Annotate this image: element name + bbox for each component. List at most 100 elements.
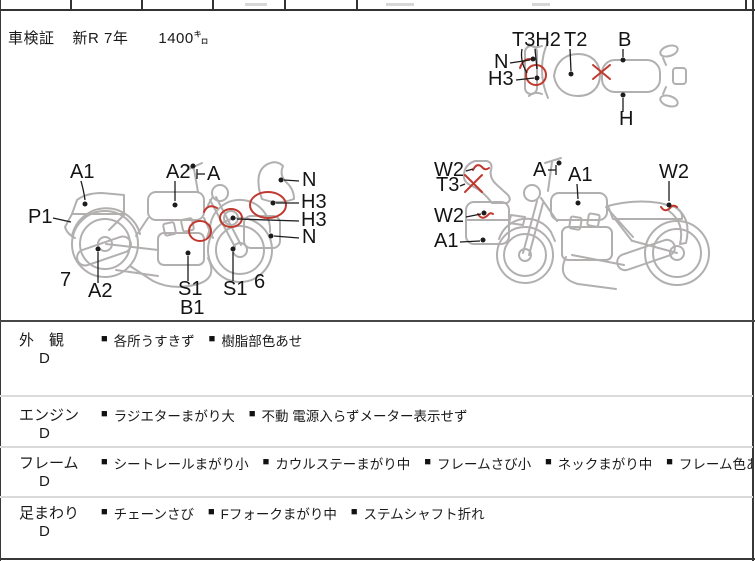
bullet-icon: ■: [101, 506, 108, 518]
part-code-label: A: [207, 163, 221, 185]
defect-text: フレーム色あせ中: [678, 457, 752, 472]
part-code-label: N: [302, 226, 316, 248]
top-view-diagram: T3H2 T2 B N H3 H: [488, 29, 687, 130]
category-label: 外 観: [19, 332, 65, 349]
bullet-icon: ■: [666, 456, 673, 468]
damage-circle-mark: [219, 208, 243, 228]
part-code-label: A: [533, 159, 547, 181]
defect-list: ■ シートレールまがり小 ■カウルステーまがり中 ■ フレームさび小 ■ ネックまがり…: [101, 453, 752, 473]
bullet-icon: ■: [101, 456, 108, 468]
top-view-annotations: T3H2 T2 B N H3 H: [488, 29, 633, 130]
defect-item: ■カウルステーまがり中: [263, 453, 411, 473]
bullet-icon: ■: [208, 333, 216, 345]
defect-text: 樹脂部色あせ: [221, 334, 303, 349]
grade-value: D: [39, 473, 50, 490]
shaken-cert-label: 車検証: [8, 30, 55, 47]
table-divider: [141, 0, 143, 10]
defect-list: ■各所うすきず ■ 樹脂部色あせ: [101, 330, 302, 350]
part-code-label: N: [302, 169, 316, 191]
part-code-label: H3: [301, 191, 327, 213]
part-code-label: W2: [434, 205, 464, 227]
motorcycle-top-view-art: [524, 41, 687, 108]
defect-text: チェーンさび: [113, 507, 194, 522]
inspection-row-frame: フレーム D ■ シートレールまがり小 ■カウルステーまがり中 ■ フレームさび小 …: [1, 448, 752, 496]
part-code-label: N: [494, 51, 508, 73]
table-divider: [212, 0, 214, 10]
damage-x-mark: [592, 64, 611, 80]
left-side-diagram: A1 A2 A N H3 H3 N P1 7 A2 S1 B1 S1 6: [28, 161, 327, 319]
defect-text: Fフォークまがり中: [220, 507, 337, 522]
sheet-border-left: [0, 0, 1, 561]
damage-squiggle-mark: [203, 205, 218, 213]
cropped-text-remnant: [532, 3, 550, 6]
part-code-label: T3: [436, 174, 459, 196]
damage-circle-mark: [249, 191, 287, 219]
defect-list: ■ラジエターまがり大 ■不動 電源入らずメーター表示せず: [101, 405, 468, 425]
bullet-icon: ■: [101, 333, 108, 345]
bullet-icon: ■: [350, 506, 358, 518]
grade-value: D: [39, 350, 50, 367]
table-divider: [356, 0, 358, 10]
defect-text: ステムシャフト折れ: [363, 507, 485, 522]
part-code-label: A1: [70, 161, 94, 183]
motorcycle-side-view-art: [462, 157, 710, 290]
part-code-label: A1: [568, 164, 592, 186]
sheet-border-right: [752, 0, 754, 561]
sheet-border-bottom: [0, 558, 755, 560]
right-side-diagram: W2 T3 W2 A1 A A1 W2: [434, 157, 710, 290]
category-label: フレーム: [19, 455, 79, 472]
bullet-icon: ■: [248, 408, 256, 420]
defect-list: ■ チェーンさび ■ Fフォークまがり中 ■ ステムシャフト折れ: [101, 503, 485, 523]
cropped-text-remnant: [386, 3, 414, 6]
defect-item: ■ Fフォークまがり中: [208, 503, 337, 523]
defect-text: フレームさび小: [436, 457, 532, 472]
part-code-label: P1: [28, 206, 52, 228]
damage-diagram-canvas: T3H2 T2 B N H3 H: [28, 29, 710, 319]
defect-item: ■ フレームさび小: [424, 453, 531, 473]
defect-text: ネックまがり中: [557, 457, 653, 472]
part-code-label: 6: [254, 271, 265, 293]
row-divider: [0, 496, 753, 498]
table-rule: [0, 9, 755, 11]
left-side-annotations: A1 A2 A N H3 H3 N P1 7 A2 S1 B1 S1 6: [28, 161, 327, 319]
part-code-label: T2: [564, 29, 587, 51]
row-divider: [0, 395, 753, 397]
part-code-label: S1: [178, 278, 202, 300]
cropped-text-remnant: [245, 3, 267, 6]
grade-value: D: [39, 523, 50, 540]
bullet-icon: ■: [424, 456, 431, 468]
defect-item: ■ラジエターまがり大: [101, 405, 235, 425]
part-code-label: H: [619, 108, 633, 130]
cropped-table-row: [0, 0, 755, 11]
part-code-label: A1: [434, 230, 458, 252]
part-code-label: W2: [659, 161, 689, 183]
damage-marks-right-side: [464, 164, 678, 219]
part-code-label: T3H2: [512, 29, 561, 51]
section-rule: [0, 320, 755, 322]
part-code-label: A2: [166, 161, 190, 183]
bullet-icon: ■: [101, 408, 108, 420]
row-divider: [0, 446, 753, 448]
part-code-label: H3: [488, 68, 514, 90]
grade-value: D: [39, 425, 50, 442]
mileage-value: 1400㌔: [158, 30, 210, 47]
bullet-icon: ■: [207, 506, 215, 518]
inspection-row-undercarriage: 足まわり D ■ チェーンさび ■ Fフォークまがり中 ■ ステムシャフト折れ: [1, 498, 752, 558]
table-divider: [70, 0, 72, 10]
defect-item: ■ シートレールまがり小: [101, 453, 249, 473]
damage-x-mark: [464, 174, 483, 193]
defect-item: ■ フレーム色あせ中: [666, 453, 752, 473]
category-label: 足まわり: [19, 505, 80, 522]
part-code-label: W2: [434, 159, 464, 181]
part-code-label: A2: [88, 280, 112, 302]
damage-circle-mark: [188, 220, 212, 242]
damage-squiggle-mark: [477, 212, 494, 219]
defect-item: ■各所うすきず: [101, 330, 195, 350]
inspection-row-engine: エンジン D ■ラジエターまがり大 ■不動 電源入らずメーター表示せず: [1, 397, 752, 446]
category-label: エンジン: [19, 407, 80, 424]
table-divider: [745, 0, 747, 10]
defect-text: シートレールまがり小: [113, 457, 249, 472]
damage-marks-left-side: [188, 191, 287, 242]
part-code-label: H3: [301, 209, 327, 231]
